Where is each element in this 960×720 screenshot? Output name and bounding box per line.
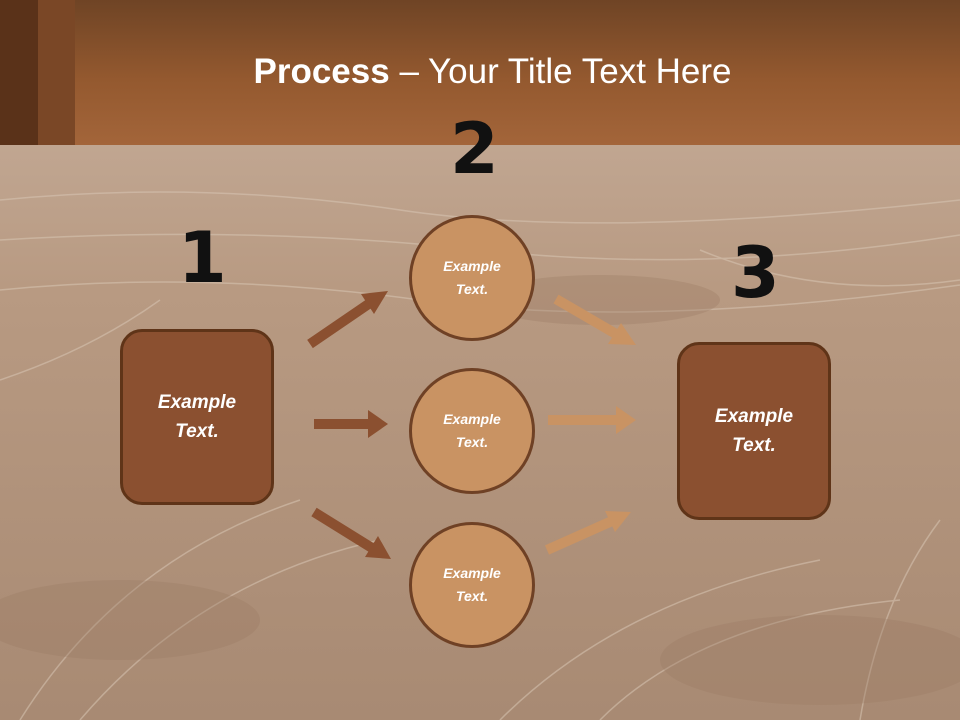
circle-1-line1: Example: [443, 258, 501, 274]
arrow-from-circle-2: [548, 406, 636, 434]
end-box-line1: Example: [714, 406, 794, 427]
arrow-from-circle-3: [544, 511, 631, 555]
step-number-3: 3: [731, 232, 780, 314]
title-rest: – Your Title Text Here: [389, 52, 732, 91]
circle-2-line2: Text.: [455, 434, 489, 450]
title-bar: [0, 0, 960, 145]
start-box-line2: Text.: [175, 421, 219, 442]
step-number-1: 1: [178, 217, 227, 299]
arrow-from-circle-1: [553, 294, 636, 345]
start-box-line1: Example: [157, 392, 237, 413]
circle-3: Example Text.: [409, 522, 535, 648]
slide-title: Process – Your Title Text Here: [0, 52, 960, 92]
circle-1-line2: Text.: [455, 281, 489, 297]
circle-1: Example Text.: [409, 215, 535, 341]
arrow-to-circle-2: [314, 410, 388, 438]
circle-2-line1: Example: [443, 411, 501, 427]
circle-2: Example Text.: [409, 368, 535, 494]
step-number-2: 2: [450, 108, 499, 190]
arrow-to-circle-1: [307, 291, 388, 349]
end-box-line2: Text.: [732, 435, 776, 456]
circle-3-line1: Example: [443, 565, 501, 581]
arrow-to-circle-3: [311, 507, 391, 559]
circle-3-line2: Text.: [455, 588, 489, 604]
end-box: Example Text.: [677, 342, 831, 520]
title-bar-accent: [38, 0, 75, 145]
title-bar-accent-dark: [0, 0, 38, 145]
start-box: Example Text.: [120, 329, 274, 505]
title-bold: Process: [253, 52, 390, 91]
